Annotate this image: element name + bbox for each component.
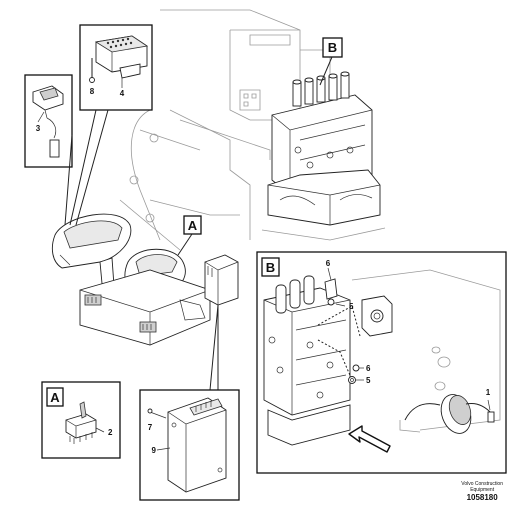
callout-b-label: B [328,40,337,55]
part-5-lower-label: 5 [366,376,371,385]
callout-a-detail-label: A [50,390,60,405]
brand-line-1: Volvo Construction [461,481,503,487]
detail-box-switch: 3 [24,74,73,226]
callout-a-label: A [188,218,198,233]
part-3-label: 3 [36,124,41,133]
connector-pins [106,37,133,49]
part-2-label: 2 [108,428,113,437]
callout-b-top: B [319,37,343,86]
brand-line-2: Equipment [470,487,495,493]
callout-a-joystick: A [177,215,202,256]
part-1-label: 1 [486,388,491,397]
part-4-label: 4 [120,89,125,98]
part-9-label: 9 [152,446,157,455]
part-5-top-label: 5 [349,302,354,311]
detail-box-valve: B 6 6 [256,251,507,474]
ecu-module [204,254,239,391]
control-valve [261,71,386,241]
figure-code: 1058180 [466,493,498,502]
detail-box-toggle: A 2 [41,381,121,459]
part-6-top-label: 6 [326,259,331,268]
joystick-console [51,213,211,346]
detail-box-ecu: 7 9 [139,389,240,501]
callout-b-detail-label: B [266,260,275,275]
detail-box-connector: 8 4 [69,24,153,226]
part-8-label: 8 [90,87,95,96]
part-6-lower-label: 6 [366,364,371,373]
footer-caption: Volvo Construction Equipment 1058180 [461,481,503,503]
direction-arrow [348,425,391,453]
part-7-label: 7 [148,423,153,432]
